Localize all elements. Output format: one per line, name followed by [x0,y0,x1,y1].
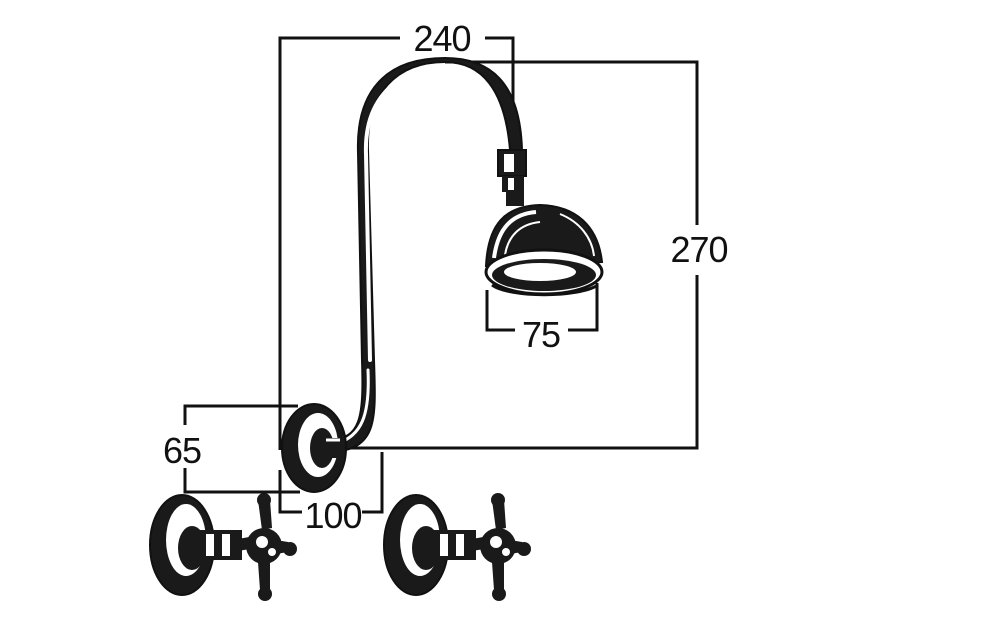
dimension-lines [183,36,699,514]
right-tap-cross-handle [466,493,531,601]
left-tap-cross-handle [232,493,297,601]
arm-wall-flange [281,403,347,493]
dimension-270-label: 270 [670,229,727,270]
left-tap [149,493,297,601]
dimension-100-line-right [362,452,384,514]
dimension-240-label: 240 [413,18,470,59]
dimension-100-label: 100 [304,495,361,536]
dimension-240-line [278,36,400,450]
dimension-75-line [485,290,515,332]
dimension-100-line [278,470,302,514]
dimension-270-line [445,60,699,225]
shower-head [484,149,604,297]
right-tap [383,493,531,601]
dimension-65-line-lower [183,468,300,494]
dimension-75-label: 75 [522,314,560,355]
dimension-65-line [183,404,298,425]
dimension-270-line-lower [330,275,699,450]
dimension-75-line-right [568,283,599,332]
dimension-65-label: 65 [163,430,201,471]
